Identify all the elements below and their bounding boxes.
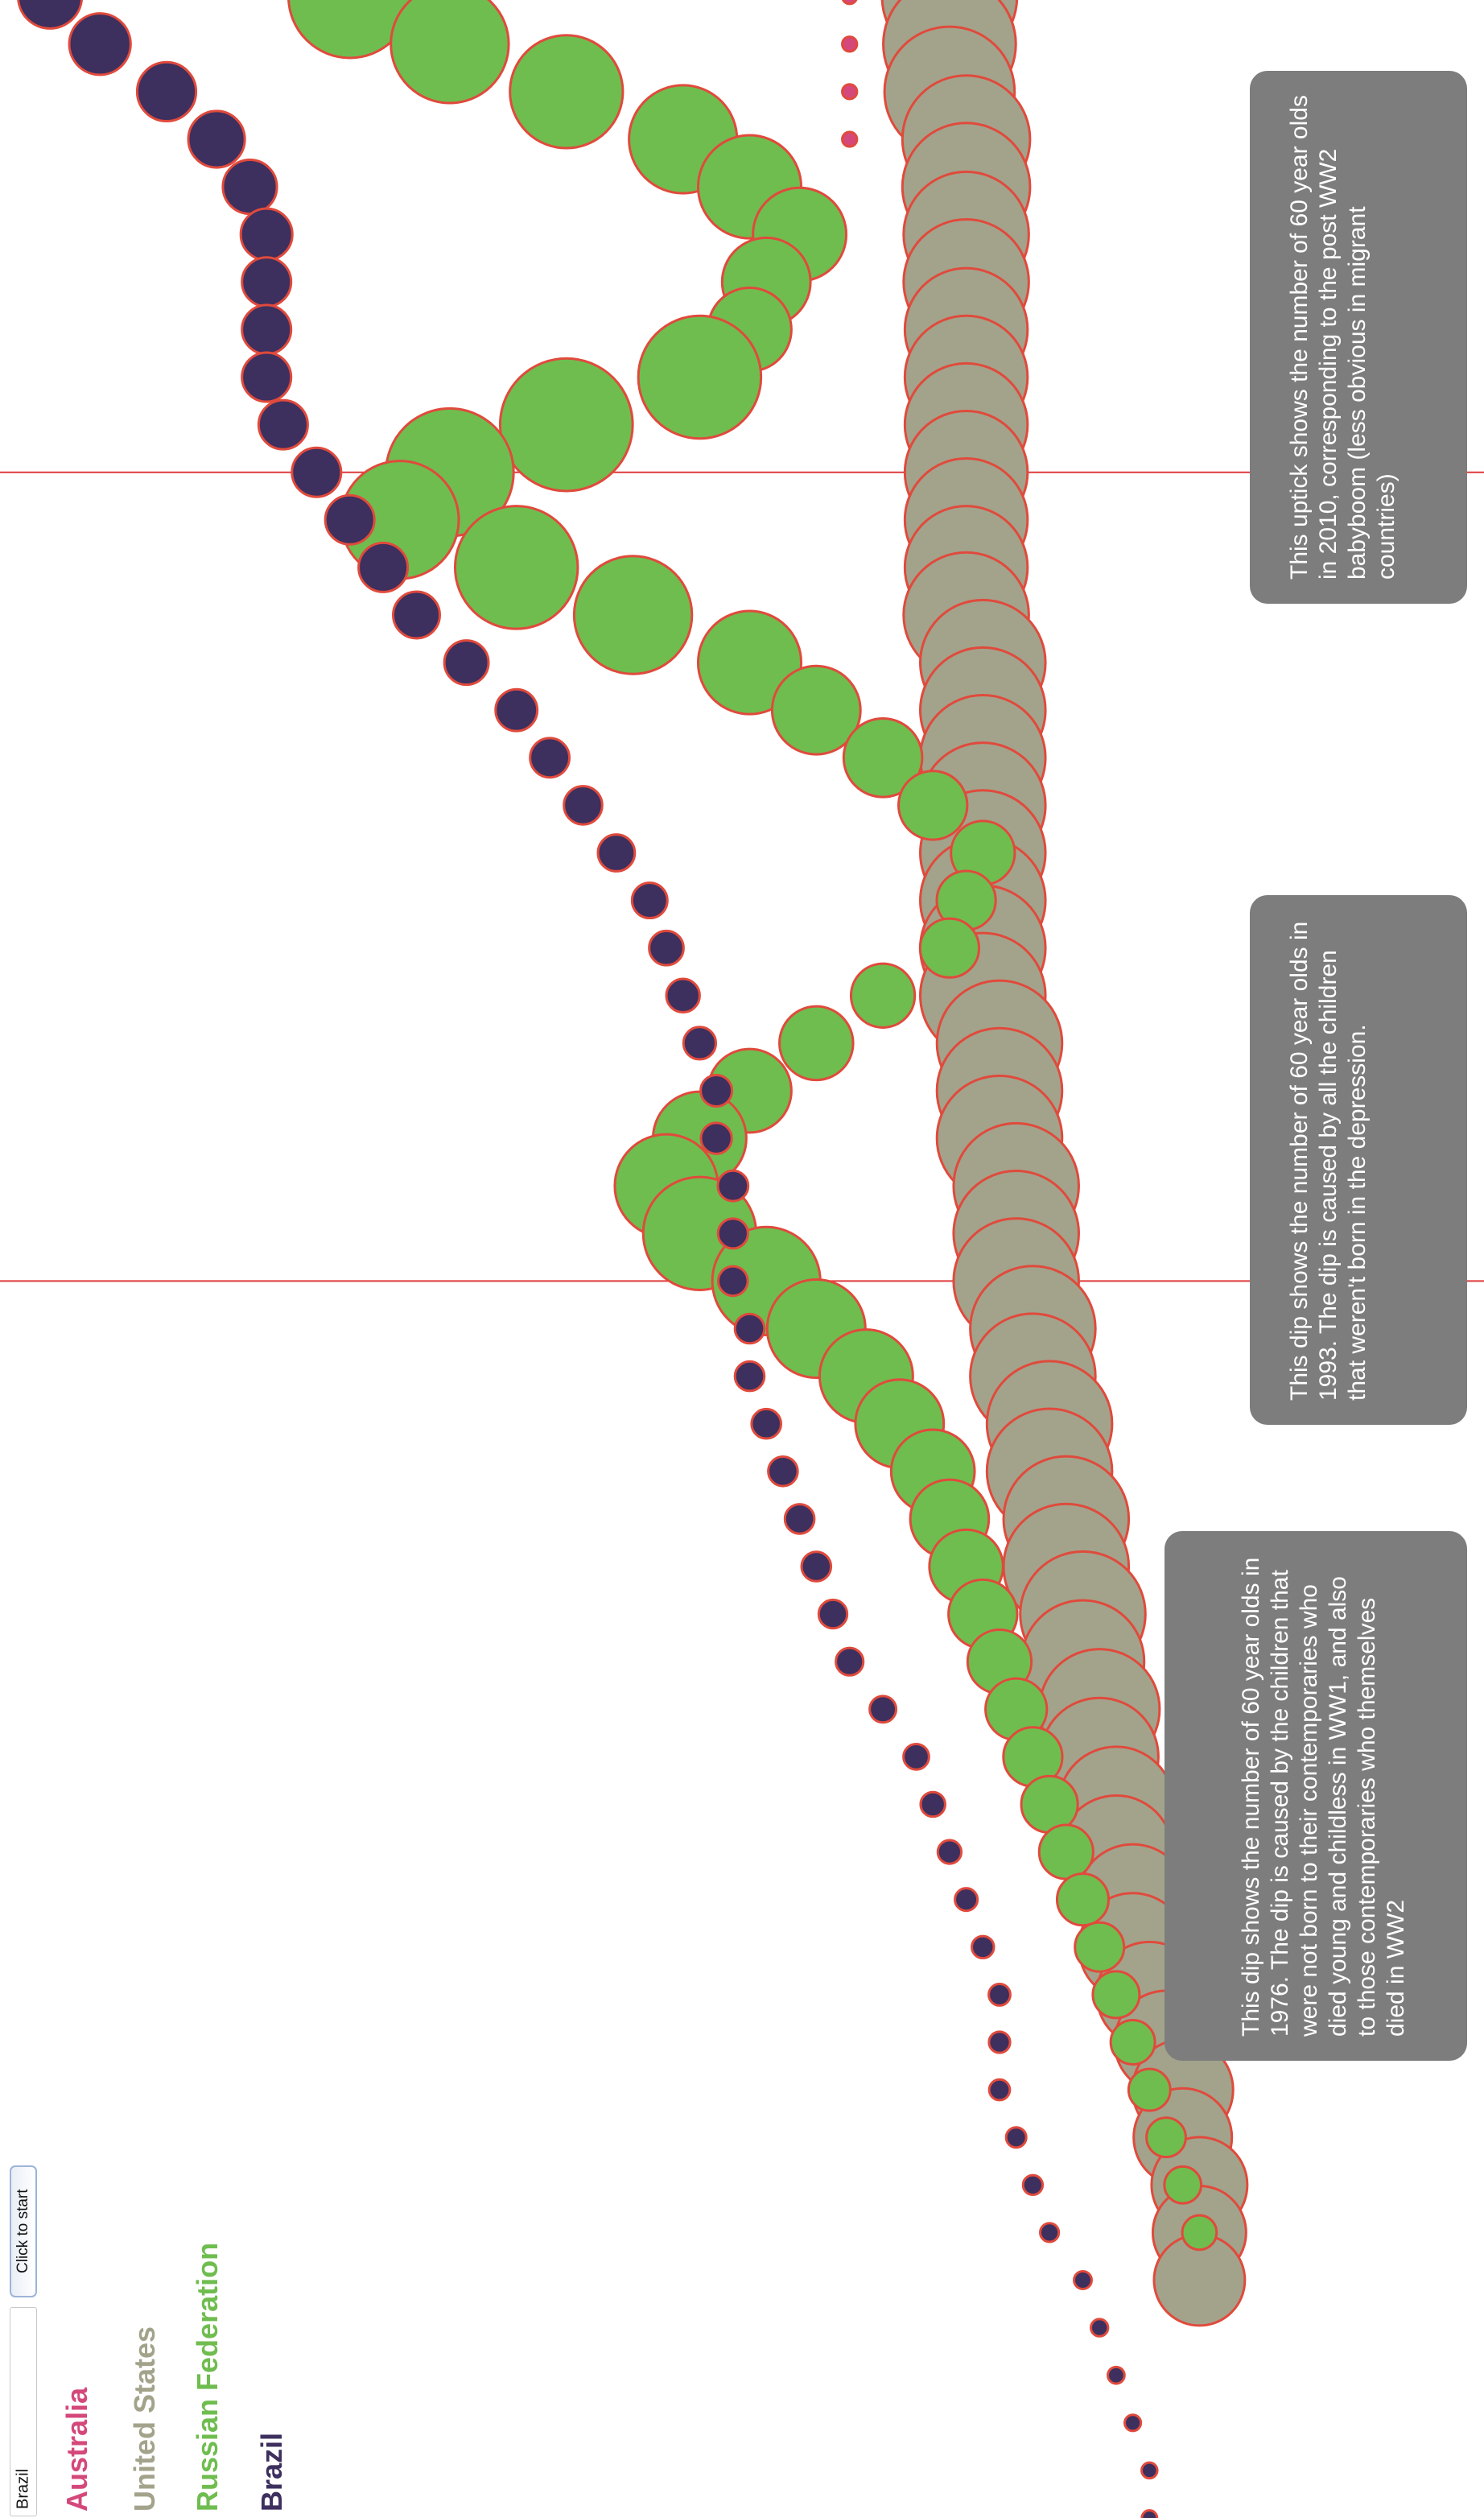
bubble-point xyxy=(291,446,343,498)
bubble-point xyxy=(443,639,490,687)
bubble-point xyxy=(287,0,413,60)
legend-item: United States xyxy=(128,2326,161,2512)
bubble-point xyxy=(68,12,132,76)
bubble-point xyxy=(494,687,539,733)
bubble-point xyxy=(135,60,198,122)
bubble-point xyxy=(1055,1872,1111,1927)
bubble-point xyxy=(1037,1823,1094,1880)
bubble-point xyxy=(1140,2461,1159,2480)
bubble-point xyxy=(778,1005,855,1082)
bubble-point xyxy=(841,130,859,148)
bubble-point xyxy=(954,1887,979,1913)
bubble-point xyxy=(637,314,763,440)
bubble-point xyxy=(936,1839,963,1865)
bubble-point xyxy=(716,1169,750,1203)
bubble-point xyxy=(987,1982,1012,2007)
bubble-point xyxy=(572,555,694,675)
annotation-text: This uptick shows the number of 60 year … xyxy=(1286,95,1399,580)
series-australia xyxy=(841,0,859,148)
bubble-point xyxy=(717,1265,749,1298)
bubble-point xyxy=(1074,1921,1126,1973)
legend-item: Russian Federation xyxy=(191,2243,224,2512)
legend-item: Brazil xyxy=(255,2433,288,2512)
bubble-point xyxy=(987,2078,1012,2102)
bubble-point xyxy=(716,1217,749,1250)
bubble-point xyxy=(648,929,685,967)
series-brazil xyxy=(17,0,1159,2518)
bubble-point xyxy=(257,398,309,451)
bubble-point xyxy=(1163,2165,1203,2205)
annotation-note-1976: This dip shows the number of 60 year old… xyxy=(1165,1531,1467,2061)
bubble-point xyxy=(498,357,634,493)
bubble-point xyxy=(529,737,571,779)
bubble-point xyxy=(392,590,441,640)
bubble-point xyxy=(239,207,294,262)
bubble-point xyxy=(1090,2318,1110,2338)
bubble-point xyxy=(324,493,376,546)
bubble-point xyxy=(800,1550,833,1583)
bubble-point xyxy=(842,717,924,799)
bubble-point xyxy=(770,664,862,756)
bubble-point xyxy=(699,1121,733,1155)
annotation-note-1993: This dip shows the number of 60 year old… xyxy=(1250,895,1467,1425)
legend-item: Australia xyxy=(60,2387,93,2512)
bubble-point xyxy=(971,1934,996,1960)
country-input[interactable] xyxy=(10,2307,37,2516)
bubble-point xyxy=(841,35,859,53)
bubble-point xyxy=(1039,2222,1061,2243)
bubble-point xyxy=(750,1407,783,1440)
bubble-point xyxy=(630,881,669,920)
bubble-point xyxy=(241,303,293,356)
bubble-point xyxy=(563,785,604,826)
bubble-point xyxy=(1140,2509,1159,2518)
bubble-point xyxy=(665,977,701,1014)
bubble-point xyxy=(1127,2067,1172,2112)
bubble-marks xyxy=(17,0,1249,2518)
bubble-point xyxy=(187,109,246,169)
start-button[interactable]: Click to start xyxy=(10,2165,37,2297)
legend: Australia United States Russian Federation… xyxy=(60,2243,288,2512)
bubble-point xyxy=(241,351,293,403)
bubble-point xyxy=(1107,2365,1126,2385)
bubble-point xyxy=(1181,2214,1218,2252)
bubble-point xyxy=(357,541,410,593)
bubble-point xyxy=(1091,1970,1141,2020)
bubble-point xyxy=(783,1503,816,1535)
annotation-text: This dip shows the number of 60 year old… xyxy=(1286,921,1371,1401)
bubble-point xyxy=(733,1312,766,1345)
bubble-point xyxy=(696,609,803,716)
bubble-point xyxy=(453,505,579,630)
bubble-point xyxy=(1021,2173,1045,2197)
bubble-point xyxy=(897,770,969,841)
bubble-point xyxy=(733,1360,766,1393)
bubble-point xyxy=(17,0,84,30)
bubble-point xyxy=(841,0,858,6)
bubble-point xyxy=(841,83,859,101)
bubble-point xyxy=(902,1743,930,1771)
bubble-point xyxy=(918,917,981,979)
bubble-point xyxy=(835,1646,865,1677)
bubble-point xyxy=(1109,2019,1156,2066)
bubble-point xyxy=(817,1598,849,1630)
bubble-point xyxy=(1073,2270,1093,2290)
bubble-point xyxy=(919,1790,946,1818)
bubble-point xyxy=(849,962,917,1029)
bubble-point xyxy=(699,1073,734,1108)
bubble-point xyxy=(221,159,278,216)
bubble-point xyxy=(682,1026,718,1061)
bubble-point xyxy=(767,1455,799,1488)
bubble-point xyxy=(509,34,625,150)
bubble-point xyxy=(596,833,637,873)
bubble-point xyxy=(868,1694,898,1724)
annotation-text: This dip shows the number of 60 year old… xyxy=(1238,1557,1409,2037)
bubble-point xyxy=(241,256,293,308)
bubble-point xyxy=(987,2030,1012,2054)
bubble-point xyxy=(390,0,510,105)
series-russian-federation xyxy=(287,0,1218,2252)
bubble-point xyxy=(1145,2116,1187,2159)
bubble-point xyxy=(1004,2126,1028,2149)
annotation-note-2010: This uptick shows the number of 60 year … xyxy=(1250,71,1467,604)
bubble-point xyxy=(1123,2413,1143,2433)
